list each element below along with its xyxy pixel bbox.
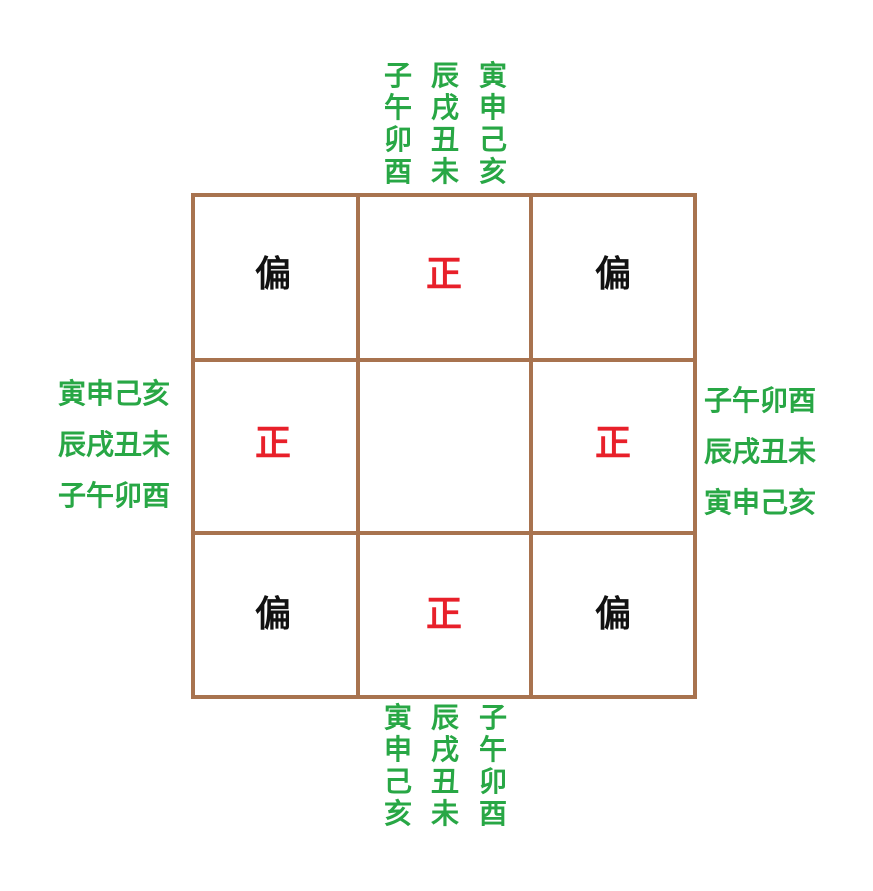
- left-branch-label-1: 寅申己亥: [58, 377, 171, 410]
- top-branch-label-2: 辰戌丑未: [430, 59, 459, 188]
- cell-top-left-label: 偏: [254, 254, 291, 295]
- top-branch-label-1: 子午卯酉: [383, 59, 412, 188]
- cell-top-center-label: 正: [425, 254, 462, 295]
- cell-bottom-center-label: 正: [425, 594, 462, 635]
- bottom-branch-label-3: 子午卯酉: [478, 701, 507, 830]
- left-branch-label-3: 子午卯酉: [58, 479, 171, 512]
- cell-middle-right-label: 正: [594, 423, 631, 464]
- right-branch-label-3: 寅申己亥: [704, 486, 817, 519]
- bottom-branch-label-2: 辰戌丑未: [430, 701, 459, 830]
- cell-bottom-left-label: 偏: [254, 594, 291, 635]
- cell-bottom-right-label: 偏: [594, 594, 631, 635]
- cell-center-label: [404, 414, 484, 474]
- cell-top-right-label: 偏: [594, 254, 631, 295]
- bottom-branch-label-1: 寅申己亥: [383, 701, 412, 830]
- left-branch-label-2: 辰戌丑未: [58, 428, 171, 461]
- cell-middle-left-label: 正: [254, 423, 291, 464]
- top-branch-label-3: 寅申己亥: [478, 59, 507, 188]
- right-branch-label-2: 辰戌丑未: [704, 435, 817, 468]
- right-branch-label-1: 子午卯酉: [704, 384, 817, 417]
